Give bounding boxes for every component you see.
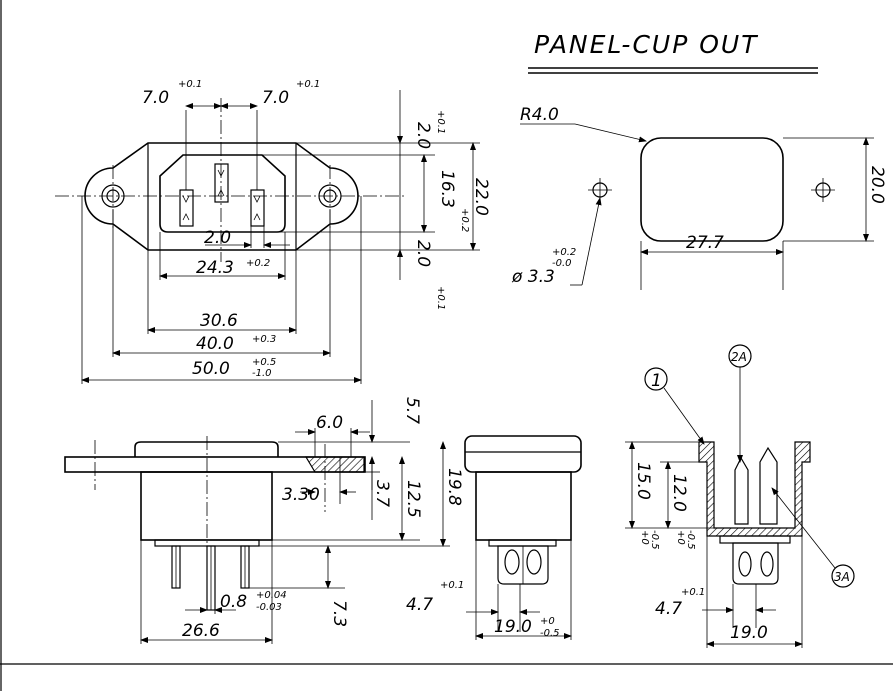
section-tol-12-0-lower: -0.5 <box>685 530 696 550</box>
title-block: PANEL-CUP OUT <box>528 30 818 74</box>
cutout-width: 27.7 <box>686 233 724 253</box>
callout-1: 1 <box>651 371 662 391</box>
cutout-radius: R4.0 <box>520 105 559 125</box>
dim-5-7: 5.7 <box>402 397 422 424</box>
live-pin <box>179 189 194 227</box>
callout-1-circle <box>644 367 668 391</box>
section-dim-19-0: 19.0 <box>730 623 768 643</box>
dim-inner-height: 16.3 <box>437 170 457 208</box>
callout-3a: 3A <box>834 570 850 584</box>
side-front-cap <box>134 441 279 457</box>
dim-19-8: 19.8 <box>444 468 464 506</box>
cutout-hole-dia: ø 3.3 <box>511 267 555 287</box>
callout-3a-circle <box>831 564 855 588</box>
end-terminal-block <box>497 545 549 585</box>
tol-50-0-upper: +0.5 <box>252 357 276 368</box>
side-view: 6.0 5.7 3.30 3.7 12.5 19.8 0.8 +0.04 -0.… <box>64 397 464 644</box>
dim-0-8: 0.8 <box>220 592 247 612</box>
earth-pin <box>214 163 229 203</box>
dim-26-6: 26.6 <box>182 621 220 641</box>
dim-pin-right: 7.0 <box>262 88 289 108</box>
dim-7-3: 7.3 <box>329 600 349 627</box>
section-pin-a <box>734 456 749 525</box>
dim-outer-height: 22.0 <box>471 178 491 216</box>
end-tol-19-0-lower: -0.5 <box>540 628 560 639</box>
tol-24-3: +0.2 <box>246 258 270 269</box>
tol-pin-left: +0.1 <box>178 79 202 90</box>
end-dim-19-0: 19.0 <box>494 617 532 637</box>
section-tol-12-0-upper: +0 <box>675 530 686 545</box>
tol-top-gap: +0.1 <box>435 110 446 134</box>
end-tol-19-0-upper: +0 <box>540 616 555 627</box>
cutout-rect <box>640 137 784 242</box>
section-housing <box>698 441 811 537</box>
dim-pin-width: 2.0 <box>204 228 231 248</box>
dim-40-0: 40.0 <box>196 334 234 354</box>
dim-30-6: 30.6 <box>200 311 238 331</box>
section-tol-15-0-lower: -0.5 <box>649 530 660 550</box>
tol-0-8-lower: -0.03 <box>256 602 282 613</box>
dim-6-0: 6.0 <box>316 413 343 433</box>
drawing-title: PANEL-CUP OUT <box>534 30 758 59</box>
tol-0-8-upper: +0.04 <box>256 590 287 601</box>
section-dim-4-7: 4.7 <box>655 599 682 619</box>
dim-3-7: 3.7 <box>372 480 392 507</box>
section-terminal-block <box>732 542 779 585</box>
section-tol-4-7: +0.1 <box>681 587 705 598</box>
tol-inner-height: +0.2 <box>459 208 470 232</box>
section-dim-12-0: 12.0 <box>669 474 689 512</box>
end-tol-4-7: +0.1 <box>440 580 464 591</box>
section-pin-b <box>759 446 778 525</box>
dim-3-30: 3.30 <box>282 485 320 505</box>
dim-pin-left: 7.0 <box>142 88 169 108</box>
side-body <box>140 471 273 541</box>
end-cap <box>464 435 582 473</box>
tol-40-0: +0.3 <box>252 334 276 345</box>
tol-50-0-lower: -1.0 <box>252 368 272 379</box>
dim-top-gap: 2.0 <box>413 122 433 149</box>
tol-hole-lower: -0.0 <box>552 258 572 269</box>
dim-50-0: 50.0 <box>192 359 230 379</box>
end-view: 4.7 +0.1 19.0 +0 -0.5 <box>406 435 582 640</box>
front-view: 7.0 +0.1 7.0 +0.1 2.0 +0.1 16.3 +0.2 22.… <box>55 79 491 384</box>
neutral-pin <box>250 189 265 227</box>
cutout-height: 20.0 <box>867 166 887 204</box>
end-dim-4-7: 4.7 <box>406 595 433 615</box>
section-dim-15-0: 15.0 <box>633 462 653 500</box>
tol-hole-upper: +0.2 <box>552 247 576 258</box>
dim-12-5: 12.5 <box>403 480 423 518</box>
section-view: 1 2A 3A 15.0 +0 -0.5 12.0 +0 -0.5 4.7 +0… <box>625 344 855 648</box>
dim-bottom-gap: 2.0 <box>413 240 433 267</box>
callout-2a: 2A <box>731 350 747 364</box>
end-body <box>475 471 572 541</box>
section-tol-15-0-upper: +0 <box>639 530 650 545</box>
panel-cutout-view: R4.0 ø 3.3 +0.2 -0.0 27.7 20.0 <box>511 105 887 290</box>
dim-24-3: 24.3 <box>196 258 234 278</box>
tol-bottom-gap: +0.1 <box>435 286 446 310</box>
tol-pin-right: +0.1 <box>296 79 320 90</box>
side-latch-section <box>304 456 365 473</box>
